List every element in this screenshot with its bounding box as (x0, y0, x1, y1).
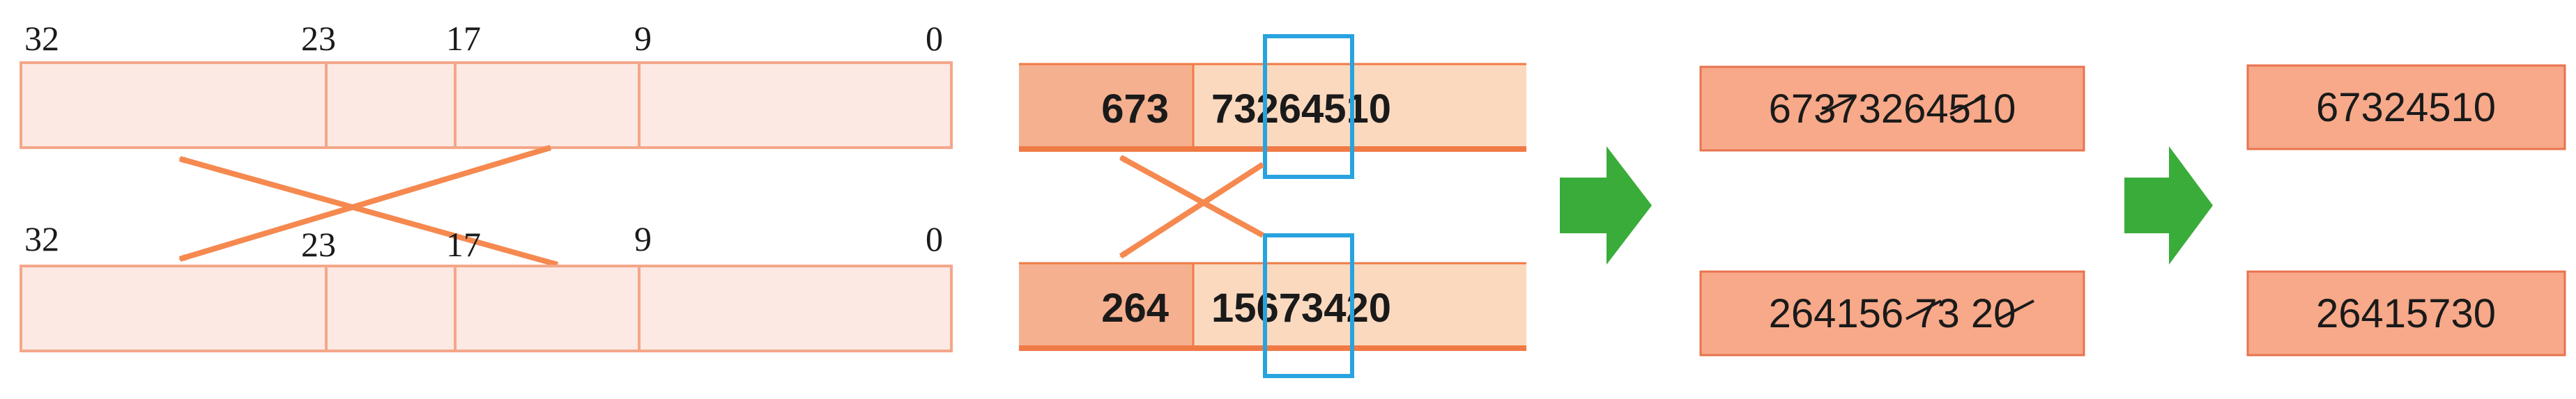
right-arrow-icon (1560, 146, 1652, 265)
intermediate-a: 67373264510 (1699, 65, 2085, 152)
intermediate-panel: 67373264510 264156 73 20 (1699, 65, 2085, 357)
result-text: 67324510 (2316, 85, 2496, 130)
bit-layout-panel: 32 23 17 9 0 32 23 17 9 0 (20, 19, 953, 352)
bit-label: 9 (634, 19, 652, 58)
gene-highlight (1263, 34, 1354, 179)
bit-label: 32 (24, 19, 59, 58)
strike-mark (1820, 95, 1856, 116)
swap-arrow (1119, 162, 1265, 259)
chromosome-panel: 673 73264510 264 15673420 (1019, 34, 1526, 378)
intermediate-text: 264156 73 20 (1769, 291, 2016, 336)
result-text: 26415730 (2316, 291, 2496, 336)
gene-highlight (1263, 233, 1354, 378)
bit-label: 17 (446, 225, 481, 264)
chromosome-head: 673 (1101, 86, 1169, 132)
bit-label: 0 (926, 19, 943, 58)
register-top (20, 61, 953, 149)
bit-label: 32 (24, 219, 59, 258)
result-b: 26415730 (2246, 270, 2566, 357)
swap-arrow (1119, 155, 1264, 238)
result-a: 67324510 (2246, 64, 2566, 150)
chromosome-head: 264 (1101, 285, 1169, 331)
right-arrow-icon (2124, 146, 2213, 265)
strike-mark (1998, 299, 2034, 320)
bit-label: 23 (301, 225, 336, 264)
bit-label: 9 (634, 219, 652, 258)
intermediate-text: 67373264510 (1769, 86, 2016, 132)
swap-arrow (178, 156, 559, 267)
register-bottom (20, 265, 953, 352)
bit-label: 0 (926, 219, 943, 258)
bit-label: 17 (446, 19, 481, 58)
strike-mark (1906, 299, 1942, 320)
chromosome-a: 673 73264510 (1019, 63, 1526, 152)
chromosome-tail: 73264510 (1211, 86, 1391, 132)
bit-label: 23 (301, 19, 336, 58)
chromosome-b: 264 15673420 (1019, 262, 1526, 351)
result-panel: 67324510 26415730 (2246, 64, 2566, 357)
swap-arrow (178, 145, 552, 262)
chromosome-tail: 15673420 (1211, 285, 1391, 331)
strike-mark (1949, 95, 1986, 116)
intermediate-b: 264156 73 20 (1699, 270, 2085, 357)
